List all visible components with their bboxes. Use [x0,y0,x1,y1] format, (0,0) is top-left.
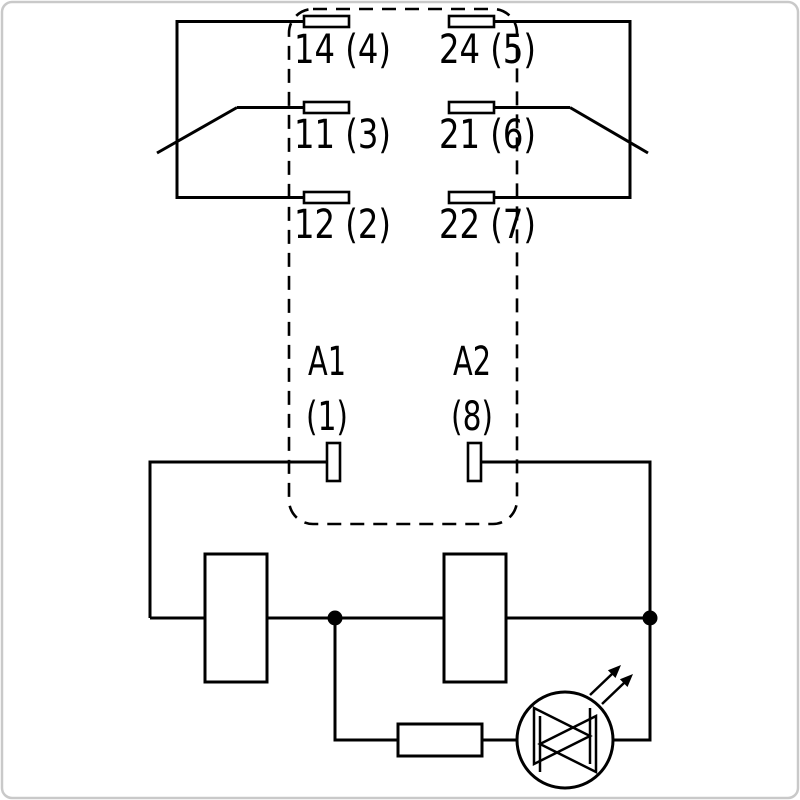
junction-dot-right [642,610,658,626]
terminal-pad-14 [302,14,351,29]
wire-fixed-contacts-right [494,20,632,199]
led-arrow-2-shaft [601,682,625,705]
contact-arm-left [156,106,238,155]
resistor [396,722,484,758]
coil-pin-label-a1: (1) [306,394,348,440]
coil-pin-label-a2: (8) [451,394,493,440]
terminal-label-24: 24 (5) [439,27,536,73]
terminal-pad-11 [302,100,351,115]
terminal-label-11: 11 (3) [294,112,391,158]
terminal-pad-a1 [325,441,342,483]
terminal-pad-12 [302,190,351,205]
terminal-pad-22 [447,190,496,205]
wire-led-branch-right [613,618,652,742]
wire-fixed-contacts-left [175,20,304,199]
coil-block-right [442,552,508,684]
led-arrow-2-head [619,674,633,687]
led-arrow-1-shaft [589,673,613,696]
wire-coil-a2 [481,460,652,618]
junction-dot-left [327,610,343,626]
terminal-label-12: 12 (2) [294,202,391,248]
led-diode-2 [537,713,598,775]
led-light-arrows [589,665,633,705]
led-indicator-circle [515,690,615,790]
terminal-pad-24 [447,14,496,29]
led-arrow-1-head [607,665,621,678]
coil-label-a1: A1 [308,339,346,385]
relay-body-outline [287,7,519,526]
led-diode-1 [532,705,593,767]
terminal-pad-21 [447,100,496,115]
coil-block-left [203,552,269,684]
wire-coil-a1 [148,460,328,618]
contact-arm-right [569,106,649,155]
coil-label-a2: A2 [453,339,491,385]
wire-led-branch-left [333,618,398,742]
terminal-label-21: 21 (6) [439,112,536,158]
terminal-label-22: 22 (7) [439,202,536,248]
terminal-label-14: 14 (4) [294,27,391,73]
terminal-pad-a2 [466,441,483,483]
